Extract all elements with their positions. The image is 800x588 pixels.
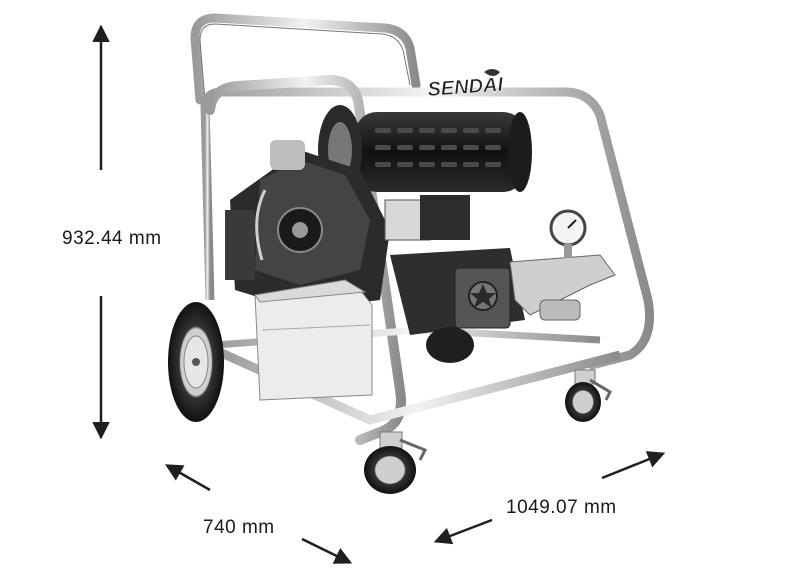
handle-frame xyxy=(190,13,421,105)
width-label: 740 mm xyxy=(203,517,275,538)
height-label: 932.44 mm xyxy=(62,228,162,249)
depth-dimension-arrow xyxy=(433,451,666,545)
engine xyxy=(230,140,470,310)
battery xyxy=(254,279,373,401)
hidden-rear-wheel xyxy=(426,327,474,363)
brand-logo: SENDAI xyxy=(427,69,504,101)
rear-left-wheel xyxy=(168,302,224,422)
pump xyxy=(390,248,616,335)
muffler xyxy=(318,105,532,195)
brand-logo-text: SENDAI xyxy=(427,74,504,101)
front-caster-wheel xyxy=(364,431,428,494)
pressure-gauge xyxy=(549,209,587,258)
width-dimension-arrow xyxy=(164,464,353,564)
depth-label: 1049.07 mm xyxy=(506,497,617,518)
control-box xyxy=(225,210,255,280)
machine: SENDAI xyxy=(168,13,655,494)
rear-right-caster-wheel xyxy=(565,369,612,422)
